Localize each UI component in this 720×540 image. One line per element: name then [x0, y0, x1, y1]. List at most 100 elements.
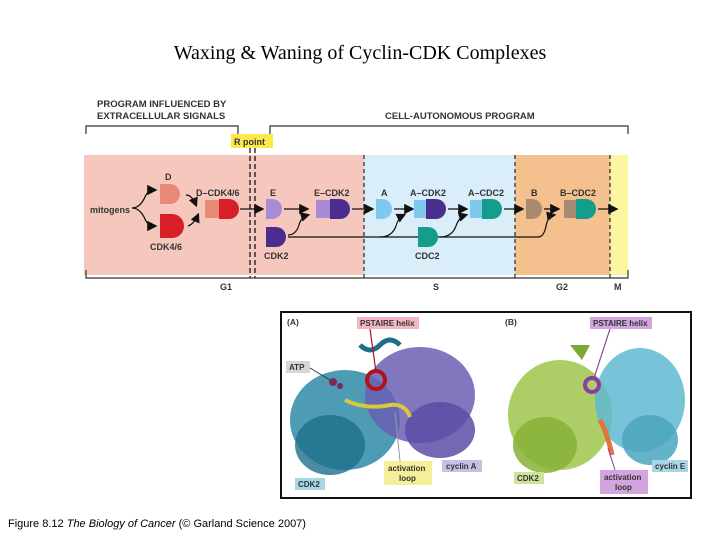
- panel-a-cyclin-lobe: [405, 402, 475, 458]
- e-cdk2-kinase-part: [330, 199, 350, 219]
- panel-a-cdk2-label-bg: [295, 478, 325, 490]
- panel-a-pstaire-label-bg: [357, 317, 419, 329]
- panel-b-cdk2-lobe: [513, 417, 577, 473]
- header-extracellular-line2: EXTRACELLULAR SIGNALS: [97, 111, 225, 122]
- arrow-cdk2-to-e-cdk2: [287, 212, 311, 236]
- caption-suffix: (© Garland Science 2007): [178, 518, 306, 530]
- panel-b-activation-loop-shape: [597, 418, 615, 456]
- program-headers: PROGRAM INFLUENCED BY EXTRACELLULAR SIGN…: [85, 99, 629, 134]
- panel-b-cyclin-label: cyclin E: [655, 462, 686, 471]
- panel-a-atp-label-bg: [286, 361, 310, 373]
- panel-b-cdk2-label-bg: [514, 472, 544, 484]
- panel-b-strand: [570, 345, 590, 360]
- panel-b-structure: [508, 345, 685, 473]
- panel-a-activation-label-1: activation: [388, 464, 425, 473]
- panel-a-label: (A): [287, 317, 299, 327]
- phase-m-label: M: [614, 282, 622, 292]
- phase-g2-label: G2: [556, 282, 568, 292]
- arrow-cdc2-to-a-cdc2: [439, 212, 469, 238]
- header-extracellular-line1: PROGRAM INFLUENCED BY: [97, 99, 227, 110]
- panel-a-cyclin-label-bg: [442, 460, 482, 472]
- figure-caption: Figure 8.12 The Biology of Cancer (© Gar…: [8, 518, 306, 530]
- a-cdk2-label: A–CDK2: [410, 188, 446, 198]
- cyclin-a-shape: [376, 199, 392, 219]
- b-cdc2-label: B–CDC2: [560, 188, 596, 198]
- r-point-label: R point: [234, 137, 265, 147]
- cdc2-label: CDC2: [415, 251, 440, 261]
- panel-a-atp-pointer: [309, 367, 331, 381]
- r-point-label-bg: [231, 134, 273, 148]
- phase-g1-label: G1: [220, 282, 232, 292]
- caption-prefix: Figure 8.12: [8, 518, 64, 530]
- cdc2-shape: [418, 227, 438, 247]
- cyclin-b-shape: [526, 199, 542, 219]
- cyclin-d-shape: [160, 184, 180, 204]
- e-cdk2-cyclin-part: [316, 200, 330, 218]
- panel-a-activation-pointer: [394, 411, 401, 462]
- arrow-cdk2-to-a-cdk2-line: [288, 211, 557, 238]
- panel-b-activation-label-1: activation: [604, 473, 641, 482]
- panel-a-atp-label: ATP: [289, 363, 305, 372]
- a-cdk2-cyclin-part: [414, 200, 426, 218]
- panel-b-pstaire-label-bg: [590, 317, 652, 329]
- phase-timeline: G1 S G2 M: [85, 270, 629, 292]
- cyclin-b-label: B: [531, 188, 538, 198]
- cdk2-label: CDK2: [264, 251, 289, 261]
- panel-b-activation-pointer: [607, 447, 616, 471]
- panel-a-cdk2-label: CDK2: [298, 480, 320, 489]
- panel-a-activation-label-2: loop: [399, 474, 416, 483]
- panel-b-cdk2-label: CDK2: [517, 474, 539, 483]
- cyclin-a-label: A: [381, 188, 388, 198]
- panel-a-cdk2-lobe: [295, 415, 365, 475]
- e-cdk2-label: E–CDK2: [314, 188, 350, 198]
- cyclin-e-label: E: [270, 188, 276, 198]
- panel-b-activation-label-2: loop: [615, 483, 632, 492]
- panel-a-strand: [358, 337, 402, 353]
- panel-a-activation-label-bg: [384, 461, 432, 485]
- a-cdc2-kinase-part: [482, 199, 502, 219]
- cyclin-cdk-pathway: mitogens D CDK4/6 D–CDK4/6 E CDK2 E–CDK2…: [90, 172, 619, 261]
- b-cdc2-cyclin-part: [564, 200, 576, 218]
- b-cdc2-kinase-part: [576, 199, 596, 219]
- panel-a-activation-loop-shape: [344, 398, 412, 418]
- caption-book-title: The Biology of Cancer: [66, 518, 176, 530]
- panel-b-label: (B): [505, 317, 517, 327]
- cdk46-label: CDK4/6: [150, 242, 182, 252]
- header-cell-autonomous: CELL-AUTONOMOUS PROGRAM: [385, 111, 535, 122]
- panel-b-pstaire-pointer: [593, 328, 611, 379]
- phase-s-label: S: [433, 282, 439, 292]
- cyclin-d-label: D: [165, 172, 172, 182]
- panel-a-cyclin-label: cyclin A: [446, 462, 477, 471]
- panel-a-structure: [290, 337, 475, 475]
- arrow-cdk46-to-complex: [187, 212, 200, 227]
- band-m: [610, 155, 628, 275]
- cdk46-shape: [160, 214, 184, 238]
- d-cdk46-label: D–CDK4/6: [196, 188, 240, 198]
- a-cdc2-label: A–CDC2: [468, 188, 504, 198]
- mitogens-label: mitogens: [90, 205, 130, 215]
- cyclin-e-shape: [266, 199, 282, 219]
- a-cdc2-cyclin-part: [470, 200, 482, 218]
- bracket-extracellular: [85, 125, 239, 134]
- page-title: Waxing & Waning of Cyclin-CDK Complexes: [173, 42, 547, 64]
- panel-a-atp-shape-2: [337, 383, 343, 389]
- arrow-d-to-complex: [185, 194, 198, 208]
- mitogen-arrow-to-cdk46: [131, 207, 158, 232]
- panel-b-pstaire-helix-shape: [583, 376, 601, 394]
- protein-structure-panel: (A) PSTAIRE helix ATP activation loop cy…: [280, 311, 692, 499]
- timeline-bracket: [85, 270, 629, 279]
- d-cdk46-cyclin-part: [205, 200, 219, 218]
- panel-a-pstaire-pointer: [369, 328, 377, 373]
- panel-b-activation-label-bg: [600, 470, 648, 494]
- panel-b-cyclin-label-bg: [652, 460, 688, 472]
- a-cdk2-kinase-part: [426, 199, 446, 219]
- arrow-cdk2-to-a-cdk2: [379, 213, 407, 238]
- cdk2-shape: [266, 227, 286, 247]
- mitogen-arrow-to-d: [131, 184, 158, 209]
- d-cdk46-kinase-part: [219, 199, 239, 219]
- bracket-cell-autonomous: [269, 125, 629, 134]
- panel-a-atp-shape: [329, 378, 337, 386]
- panel-a-pstaire-label: PSTAIRE helix: [360, 319, 415, 328]
- panel-b-pstaire-label: PSTAIRE helix: [593, 319, 648, 328]
